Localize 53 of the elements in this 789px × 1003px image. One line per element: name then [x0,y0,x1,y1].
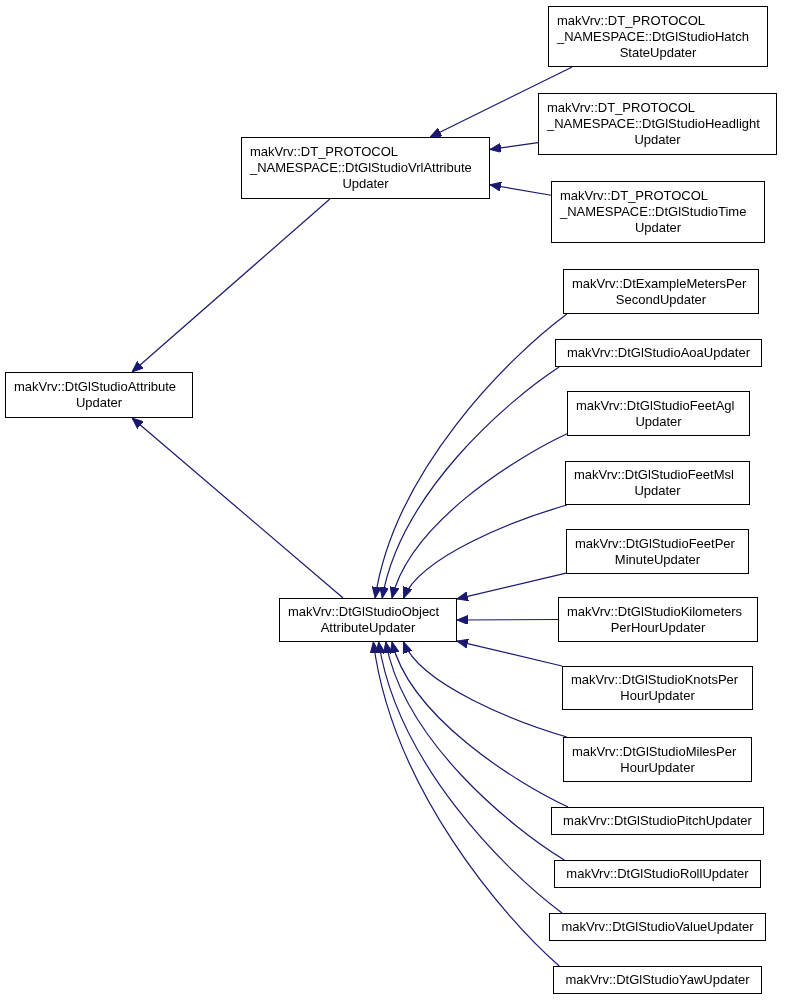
class-box [549,913,766,941]
class-name: makVrv::DtGlStudioKnotsPer HourUpdater [571,672,740,704]
class-name: makVrv::DtGlStudioYawUpdater [565,972,750,988]
inheritance-arrow [390,433,568,599]
class-box [565,461,750,505]
class-name: makVrv::DtGlStudioAttribute Updater [14,379,178,411]
inheritance-arrow [379,366,560,599]
class-name: makVrv::DtGlStudioFeetPer MinuteUpdater [575,535,736,568]
class-name: makVrv::DtGlStudioPitchUpdater [563,813,752,829]
class-name: makVrv::DtGlStudioFeetMsl Updater [574,467,735,499]
inheritance-arrow [456,638,563,667]
class-box [566,529,749,574]
class-name: makVrv::DtGlStudioMilesPer HourUpdater [572,743,738,776]
class-name: makVrv::DtGlStudioRollUpdater [566,866,749,882]
inheritance-arrow [376,641,563,914]
class-name: makVrv::DtGlStudioValueUpdater [561,919,754,935]
class-name: makVrv::DtGlStudioFeetAgl Updater [576,397,736,430]
class-box [554,860,761,888]
inheritance-arrow [456,572,567,602]
class-box [558,597,758,642]
inheritance-arrow [403,641,568,738]
inheritance-arrow [372,313,568,599]
class-name: makVrv::DT_PROTOCOL _NAMESPACE::DtGlStudioTime Updater [560,188,748,236]
class-name: makVrv::DT_PROTOCOL _NAMESPACE::DtGlStudioHatch StateUpdater [557,12,750,61]
class-box [548,6,768,67]
class-box [279,598,457,642]
inheritance-arrow [383,641,565,861]
class-name: makVrv::DT_PROTOCOL _NAMESPACE::DtGlStudioVrlAttribute Updater [250,144,473,192]
inheritance-arrow [131,417,344,599]
inheritance-arrow [370,641,560,967]
inheritance-arrow [403,504,568,599]
class-box [551,181,765,243]
class-name: makVrv::DtGlStudioAoaUpdater [566,345,750,361]
class-box [5,372,193,418]
class-name: makVrv::DtGlStudioKilometers PerHourUpdater [567,603,744,636]
class-box [555,339,762,367]
inheritance-arrow [489,142,539,153]
class-name: makVrv::DtGlStudioObject AttributeUpdater [288,604,441,636]
inheritance-arrow [131,198,331,373]
class-box [567,391,750,436]
class-box [538,93,777,155]
class-box [241,137,490,199]
inheritance-arrow [390,641,569,808]
class-box [551,807,764,835]
class-box [563,737,752,782]
inheritance-arrow [429,66,573,138]
class-name: makVrv::DT_PROTOCOL _NAMESPACE::DtGlStudioHeadlight Updater [547,100,761,148]
class-box [563,269,759,314]
inheritance-arrow [456,614,559,625]
inheritance-arrow [489,181,552,196]
class-box [553,966,762,994]
class-name: makVrv::DtExampleMetersPer SecondUpdater [572,275,748,308]
class-box [562,666,753,710]
